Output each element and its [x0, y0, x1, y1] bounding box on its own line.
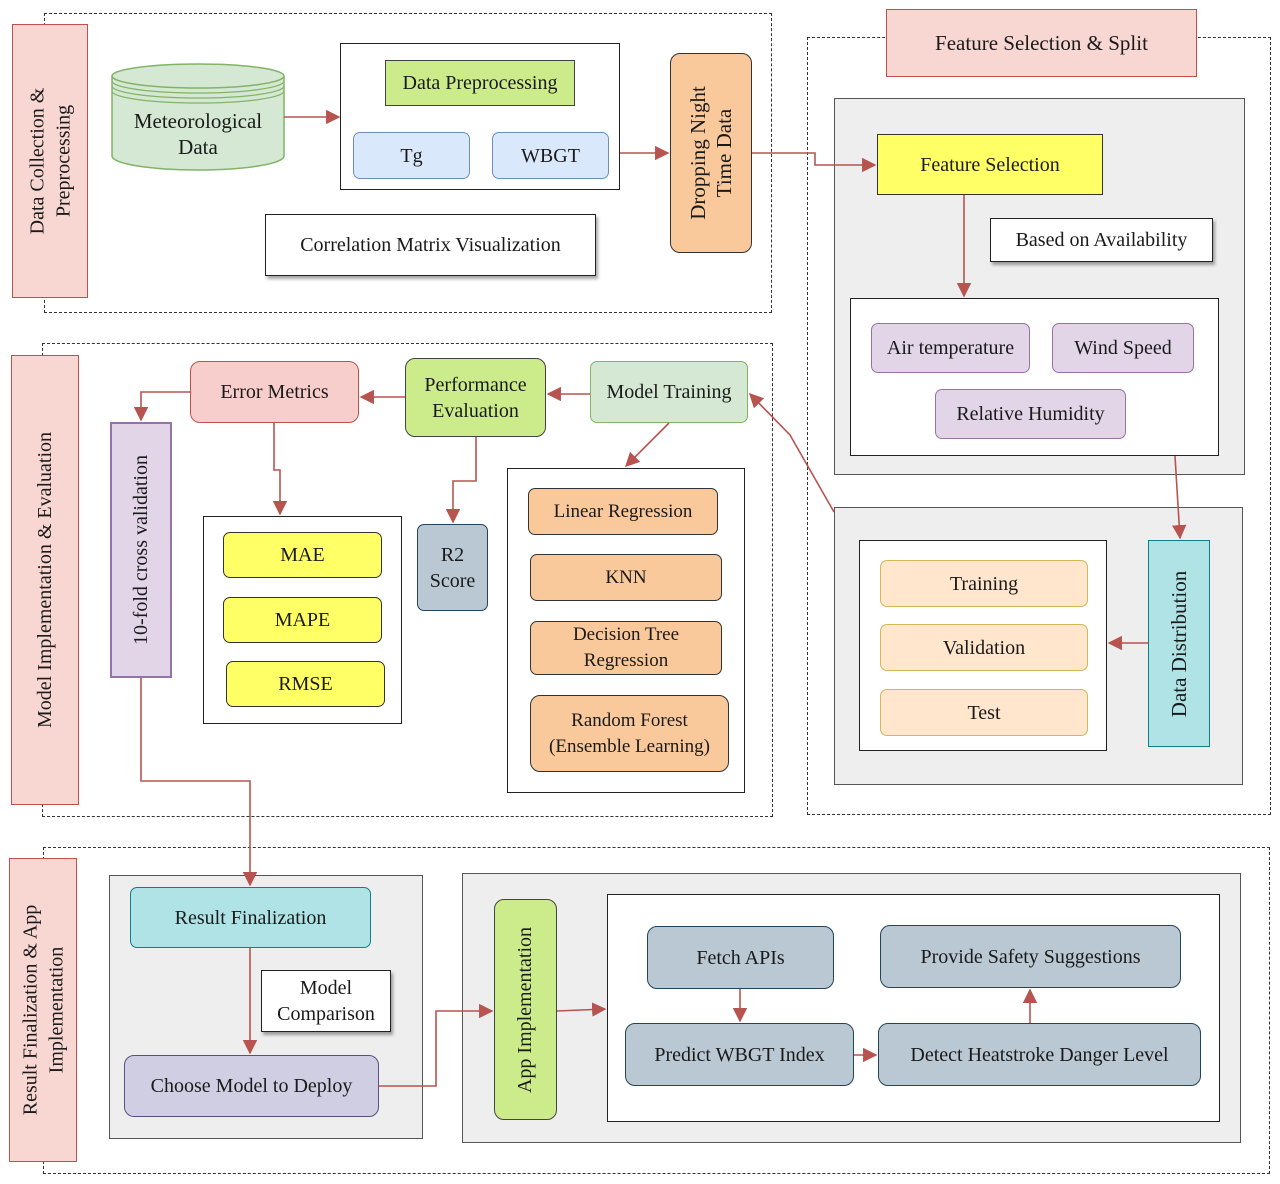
knn-node: KNN: [530, 554, 722, 601]
result-finalization-node: Result Finalization: [130, 887, 371, 948]
arrow-features-to-distribution: [1172, 455, 1187, 540]
detect-heatstroke-node: Detect Heatstroke Danger Level: [878, 1023, 1201, 1086]
rmse-node: RMSE: [226, 661, 385, 707]
safety-suggestions-node: Provide Safety Suggestions: [880, 925, 1181, 988]
app-implementation-node: App Implementation: [494, 899, 557, 1120]
arrow-split-to-model-training: [748, 392, 835, 513]
section-label-feature-selection: Feature Selection & Split: [886, 9, 1197, 77]
feature-selection-node: Feature Selection: [877, 134, 1103, 195]
training-node: Training: [880, 560, 1088, 607]
linear-regression-node: Linear Regression: [528, 488, 718, 535]
arrow-cross-validation-to-result: [140, 678, 258, 887]
air-temperature-node: Air temperature: [871, 323, 1030, 373]
r2-score-node: R2 Score: [417, 524, 488, 611]
fetch-apis-node: Fetch APIs: [647, 926, 834, 989]
performance-evaluation-node: Performance Evaluation: [405, 358, 546, 437]
tg-node: Tg: [353, 132, 470, 179]
wind-speed-node: Wind Speed: [1052, 323, 1194, 373]
section-label-result-final: Result Finalization & App Implementation: [9, 858, 77, 1162]
arrow-evaluation-to-r2: [445, 437, 477, 524]
section-label-model-impl: Model Implementation & Evaluation: [11, 355, 79, 805]
correlation-node: Correlation Matrix Visualization: [265, 214, 596, 276]
based-on-availability-node: Based on Availability: [990, 218, 1213, 262]
section-label-data-collection: Data Collection & Preprocessing: [12, 24, 88, 298]
model-training-node: Model Training: [590, 361, 748, 423]
wbgt-node: WBGT: [492, 132, 609, 179]
mape-node: MAPE: [223, 597, 382, 643]
arrow-choose-model-to-app: [379, 1003, 494, 1087]
cross-validation-node: 10-fold cross validation: [110, 422, 172, 678]
validation-node: Validation: [880, 624, 1088, 671]
relative-humidity-node: Relative Humidity: [935, 389, 1126, 439]
data-distribution-node: Data Distribution: [1148, 540, 1210, 747]
choose-model-node: Choose Model to Deploy: [124, 1055, 379, 1117]
arrow-dropping-to-feature-selection: [752, 152, 877, 173]
arrow-app-to-steps: [556, 1002, 607, 1017]
error-metrics-node: Error Metrics: [190, 361, 359, 423]
test-node: Test: [880, 689, 1088, 736]
meteorological-data: Meteorological Data: [133, 109, 263, 159]
mae-node: MAE: [223, 532, 382, 578]
model-comparison-node: Model Comparison: [261, 970, 391, 1032]
arrow-error-metrics-to-metrics: [272, 423, 288, 516]
dropping-night-node: Dropping Night Time Data: [670, 53, 752, 253]
arrow-error-metrics-to-cross-validation: [133, 391, 190, 422]
data-preprocessing-node: Data Preprocessing: [385, 60, 575, 106]
random-forest-node: Random Forest (Ensemble Learning): [530, 695, 729, 772]
decision-tree-node: Decision Tree Regression: [530, 621, 722, 675]
database-icon: [111, 63, 285, 171]
arrow-model-training-to-models: [624, 422, 670, 468]
predict-wbgt-node: Predict WBGT Index: [625, 1023, 854, 1086]
